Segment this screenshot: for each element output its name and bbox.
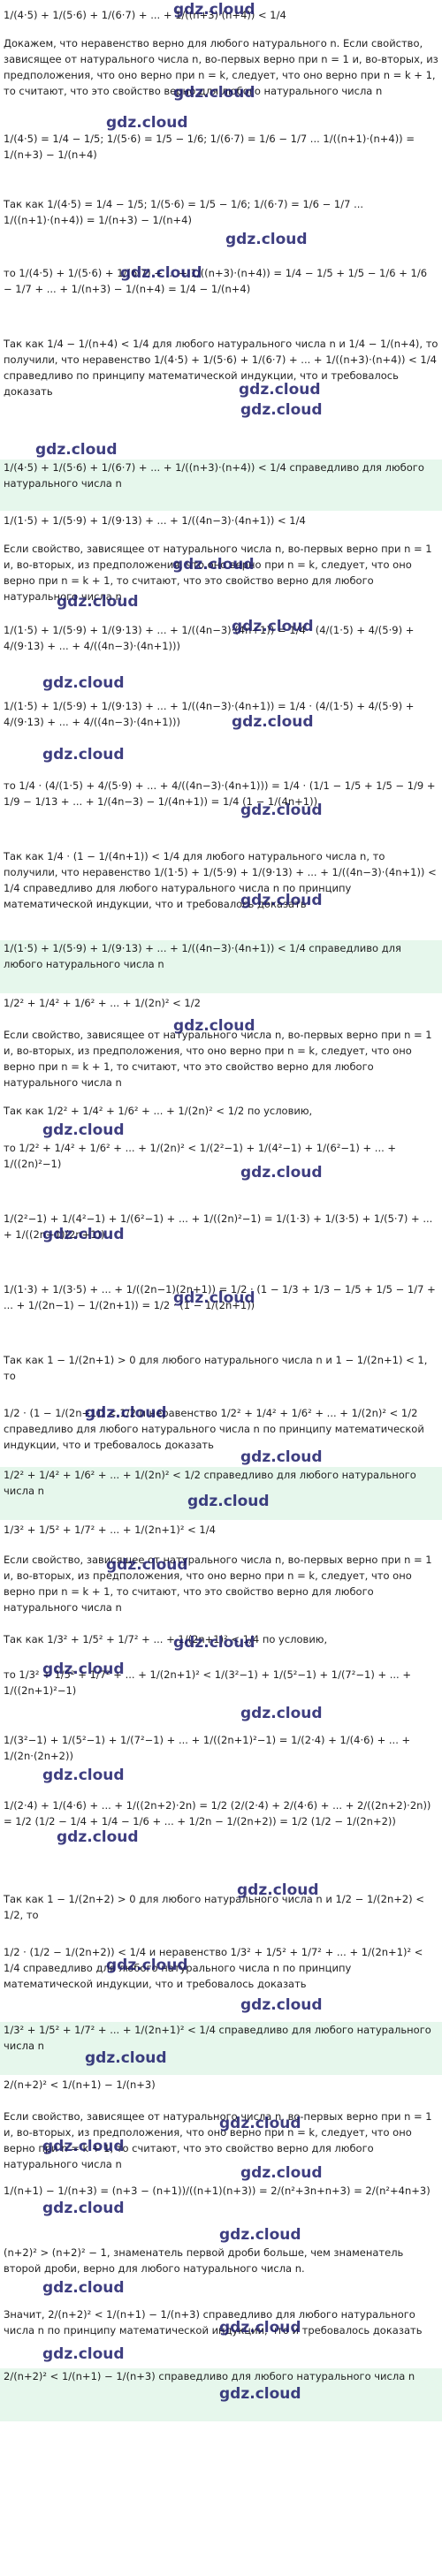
watermark: gdz.cloud [42, 1121, 125, 1139]
watermark: gdz.cloud [85, 2049, 167, 2067]
solution-paragraph: 1/(2·4) + 1/(4·6) + ... + 1/((2n+2)·2n) … [4, 1799, 431, 1828]
watermark: gdz.cloud [57, 1828, 139, 1846]
solution-paragraph: 1/(n+1) − 1/(n+3) = (n+3 − (n+1))/((n+1)… [4, 2185, 431, 2197]
watermark: gdz.cloud [219, 2115, 301, 2132]
solution-paragraph: 1/(1·5) + 1/(5·9) + 1/(9·13) + ... + 1/(… [4, 624, 415, 652]
watermark: gdz.cloud [240, 1448, 323, 1466]
watermark: gdz.cloud [172, 556, 255, 574]
watermark: gdz.cloud [173, 1634, 255, 1652]
watermark: gdz.cloud [239, 381, 321, 399]
watermark: gdz.cloud [106, 1957, 188, 1974]
watermark: gdz.cloud [237, 1881, 319, 1899]
watermark: gdz.cloud [42, 2279, 125, 2297]
watermark: gdz.cloud [240, 802, 323, 819]
watermark: gdz.cloud [85, 1404, 167, 1422]
watermark: gdz.cloud [173, 84, 255, 102]
watermark: gdz.cloud [232, 713, 314, 731]
watermark: gdz.cloud [120, 264, 202, 282]
solution-paragraph: Так как 1 − 1/(2n+1) > 0 для любого нату… [4, 1354, 428, 1382]
watermark: gdz.cloud [42, 1660, 125, 1678]
solution-paragraph: 1/(2²−1) + 1/(4²−1) + 1/(6²−1) + ... + 1… [4, 1212, 433, 1241]
solution-paragraph: 1/2 · (1 − 1/(2n+1)) < 1/2 и неравенство… [4, 1407, 424, 1451]
watermark: gdz.cloud [240, 1996, 323, 2014]
watermark: gdz.cloud [173, 1289, 255, 1307]
watermark: gdz.cloud [42, 746, 125, 764]
watermark: gdz.cloud [42, 2345, 125, 2363]
watermark: gdz.cloud [42, 674, 125, 692]
watermark: gdz.cloud [173, 1017, 255, 1035]
solution-paragraph: Если свойство, зависящее от натурального… [4, 1554, 432, 1614]
solution-paragraph: Если свойство, зависящее от натурального… [4, 543, 432, 603]
solution-paragraph: 1/(1·3) + 1/(3·5) + ... + 1/((2n−1)(2n+1… [4, 1283, 436, 1311]
watermark: gdz.cloud [187, 1493, 270, 1510]
solution-paragraph: Если свойство, зависящее от натурального… [4, 2110, 432, 2170]
watermark: gdz.cloud [57, 593, 139, 611]
solution-paragraph: Так как 1/4 · (1 − 1/(4n+1)) < 1/4 для л… [4, 850, 437, 910]
watermark: gdz.cloud [232, 618, 314, 635]
solution-paragraph: то 1/2² + 1/4² + 1/6² + ... + 1/(2n)² < … [4, 1142, 397, 1170]
watermark: gdz.cloud [219, 2226, 301, 2244]
watermark: gdz.cloud [42, 1767, 125, 1784]
solution-paragraph: 1/2² + 1/4² + 1/6² + ... + 1/(2n)² < 1/2 [4, 997, 201, 1009]
solution-paragraph: 1/(1·5) + 1/(5·9) + 1/(9·13) + ... + 1/(… [4, 700, 415, 728]
watermark: gdz.cloud [35, 441, 118, 459]
watermark: gdz.cloud [42, 2138, 125, 2155]
solution-paragraph: Докажем, что неравенство верно для любог… [4, 37, 438, 97]
watermark: gdz.cloud [219, 2385, 301, 2403]
solution-paragraph: то 1/3² + 1/5² + 1/7² + ... + 1/(2n+1)² … [4, 1668, 412, 1697]
watermark: gdz.cloud [42, 2200, 125, 2217]
solution-paragraph: 1/(3²−1) + 1/(5²−1) + 1/(7²−1) + ... + 1… [4, 1734, 411, 1762]
solution-paragraph: 2/(n+2)² < 1/(n+1) − 1/(n+3) [4, 2078, 156, 2091]
solution-paragraph: Так как 1/4 − 1/(n+4) < 1/4 для любого н… [4, 338, 438, 398]
conclusion-highlight: 1/(4·5) + 1/(5·6) + 1/(6·7) + ... + 1/((… [0, 460, 442, 511]
watermark: gdz.cloud [42, 1226, 125, 1243]
watermark: gdz.cloud [240, 1164, 323, 1182]
conclusion-highlight: 1/2² + 1/4² + 1/6² + ... + 1/(2n)² < 1/2… [0, 1467, 442, 1520]
watermark: gdz.cloud [225, 231, 308, 248]
watermark: gdz.cloud [240, 2164, 323, 2182]
solution-paragraph: 1/(4·5) = 1/4 − 1/5; 1/(5·6) = 1/5 − 1/6… [4, 133, 415, 161]
solution-paragraph: Так как 1/3² + 1/5² + 1/7² + ... + 1/(2n… [4, 1633, 328, 1645]
solution-paragraph: Значит, 2/(n+2)² < 1/(n+1) − 1/(n+3) спр… [4, 2308, 423, 2337]
watermark: gdz.cloud [240, 401, 323, 419]
watermark: gdz.cloud [106, 114, 188, 132]
conclusion-highlight: 1/3² + 1/5² + 1/7² + ... + 1/(2n+1)² < 1… [0, 2022, 442, 2075]
solution-paragraph: Так как 1/(4·5) = 1/4 − 1/5; 1/(5·6) = 1… [4, 198, 364, 226]
conclusion-highlight: 1/(1·5) + 1/(5·9) + 1/(9·13) + ... + 1/(… [0, 940, 442, 993]
solution-paragraph: 1/(4·5) + 1/(5·6) + 1/(6·7) + ... + 1/((… [4, 9, 286, 21]
solution-paragraph: то 1/4 · (4/(1·5) + 4/(5·9) + ... + 4/((… [4, 779, 436, 808]
watermark: gdz.cloud [240, 892, 323, 909]
watermark: gdz.cloud [219, 2319, 301, 2337]
watermark: gdz.cloud [173, 1, 255, 19]
watermark: gdz.cloud [240, 1705, 323, 1722]
watermark: gdz.cloud [106, 1556, 188, 1574]
solution-paragraph: 1/2 · (1/2 − 1/(2n+2)) < 1/4 и неравенст… [4, 1946, 423, 1990]
solution-paragraph: Так как 1 − 1/(2n+2) > 0 для любого нату… [4, 1893, 424, 1921]
solution-paragraph: (n+2)² > (n+2)² − 1, знаменатель первой … [4, 2246, 404, 2275]
solution-paragraph: Если свойство, зависящее от натурального… [4, 1029, 432, 1089]
solution-paragraph: то 1/(4·5) + 1/(5·6) + 1/(6·7) + ... + 1… [4, 267, 428, 295]
solution-paragraph: 1/(1·5) + 1/(5·9) + 1/(9·13) + ... + 1/(… [4, 514, 306, 527]
solution-paragraph: 1/3² + 1/5² + 1/7² + ... + 1/(2n+1)² < 1… [4, 1524, 216, 1536]
conclusion-highlight: 2/(n+2)² < 1/(n+1) − 1/(n+3) справедливо… [0, 2368, 442, 2421]
solution-paragraph: Так как 1/2² + 1/4² + 1/6² + ... + 1/(2n… [4, 1105, 313, 1117]
